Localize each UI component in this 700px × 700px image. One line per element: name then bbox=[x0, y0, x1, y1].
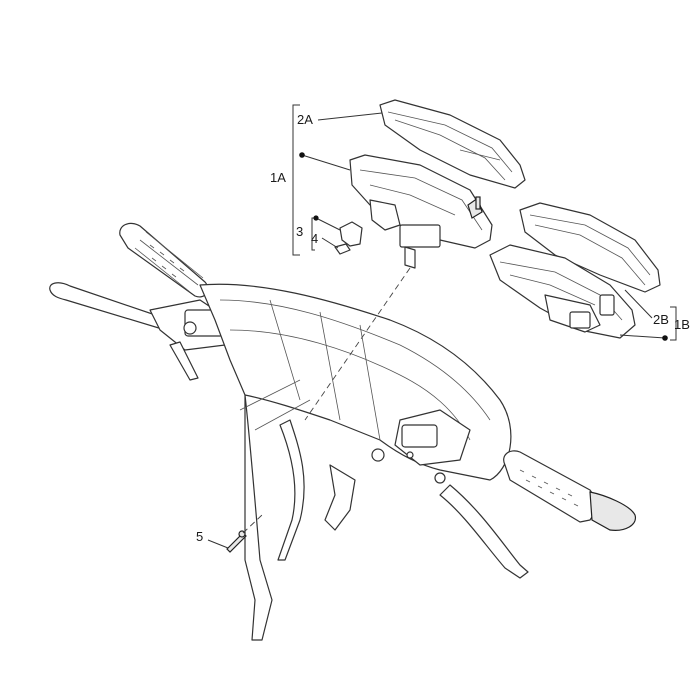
right-grip bbox=[503, 450, 636, 531]
bulb-holder-3 bbox=[339, 221, 363, 247]
cover-2a bbox=[379, 99, 526, 189]
marker-dot-1b bbox=[662, 335, 668, 341]
instrument-cluster-1b bbox=[489, 202, 661, 339]
left-grip bbox=[119, 222, 209, 298]
steering-stem bbox=[239, 379, 356, 641]
assembly-line-screw bbox=[242, 514, 263, 534]
left-brake-lever bbox=[49, 282, 231, 381]
marker-dot-1a bbox=[299, 152, 305, 158]
assembly-line-cluster bbox=[304, 267, 411, 421]
bulb-4 bbox=[334, 243, 351, 255]
cluster-body-1a bbox=[349, 154, 493, 269]
handlebar-assembly bbox=[49, 222, 636, 641]
label-1b: 1B bbox=[674, 317, 690, 332]
instrument-cluster-1a bbox=[334, 99, 526, 269]
marker-dot-3 bbox=[313, 215, 319, 221]
label-4: 4 bbox=[311, 231, 318, 246]
right-brake-lever bbox=[371, 409, 529, 579]
callout-leaders bbox=[207, 104, 677, 549]
label-3: 3 bbox=[296, 224, 303, 239]
label-2b: 2B bbox=[653, 312, 669, 327]
screw-5 bbox=[226, 530, 247, 553]
label-1a: 1A bbox=[270, 170, 286, 185]
label-5: 5 bbox=[196, 529, 203, 544]
cover-2b bbox=[519, 202, 661, 293]
label-2a: 2A bbox=[297, 112, 313, 127]
cluster-body-1b bbox=[489, 244, 636, 339]
